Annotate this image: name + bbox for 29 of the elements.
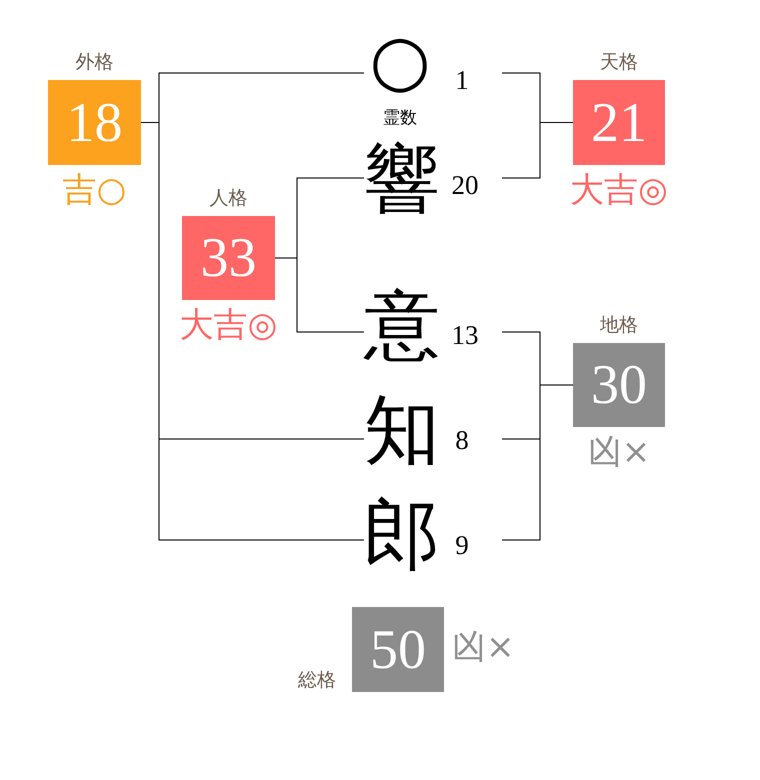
stroke-count: 20 — [452, 170, 478, 200]
category-heading: 人格 — [210, 186, 248, 210]
spirit-number-label: 霊数 — [383, 108, 417, 128]
fortune-rating: 吉○ — [62, 171, 126, 209]
name-character: 知 — [364, 390, 436, 470]
category-heading: 外格 — [76, 50, 114, 74]
name-character: 郎 — [364, 495, 436, 575]
bracket-line — [274, 258, 364, 332]
stroke-count: 1 — [455, 65, 469, 95]
score-number: 18 — [66, 94, 122, 150]
score-number: 21 — [591, 94, 647, 150]
stroke-count: 8 — [455, 425, 469, 455]
stroke-count: 9 — [455, 530, 469, 560]
name-character: ○ — [368, 24, 432, 96]
score-number: 50 — [370, 622, 426, 678]
category-heading: 天格 — [600, 50, 638, 74]
score-number: 33 — [200, 230, 256, 286]
fortune-rating: 凶× — [452, 628, 514, 666]
category-heading: 総格 — [298, 668, 336, 692]
name-character: 意 — [364, 285, 436, 365]
bracket-line — [502, 384, 574, 540]
fortune-rating: 大吉◎ — [180, 306, 278, 344]
name-character: 響 — [364, 139, 436, 219]
category-heading: 地格 — [600, 313, 638, 337]
stroke-count: 13 — [452, 320, 478, 350]
score-number: 30 — [591, 357, 647, 413]
bracket-line — [502, 122, 574, 178]
fortune-rating: 凶× — [588, 433, 650, 471]
fortune-rating: 大吉◎ — [570, 171, 668, 209]
